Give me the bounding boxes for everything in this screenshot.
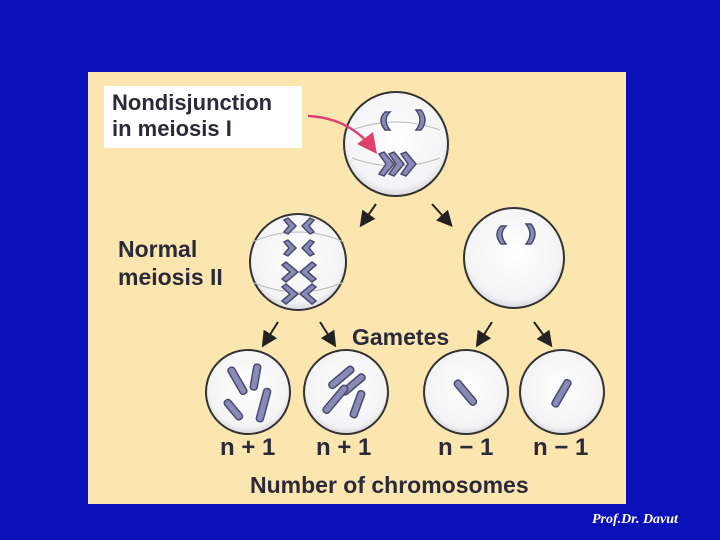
parent-cell: [343, 91, 449, 197]
chromosome-count-label: Number of chromosomes: [250, 472, 529, 498]
title-line-2: in meiosis I: [112, 116, 232, 141]
gamete-cell-1: [205, 349, 291, 435]
author-credit: Prof.Dr. Davut: [592, 512, 678, 527]
gamete-count-2: n + 1: [316, 434, 372, 461]
arrow-gamete-3: [475, 321, 493, 348]
gamete-cell-3: [423, 349, 509, 435]
arrow-right-mid: [431, 203, 453, 227]
normal-meiosis-label-2: meiosis II: [118, 264, 223, 290]
gamete-cell-4: [519, 349, 605, 435]
arrow-left-mid: [359, 203, 377, 228]
gamete-count-3: n − 1: [438, 434, 494, 461]
gametes-label: Gametes: [352, 324, 450, 350]
normal-meiosis-label-1: Normal: [118, 236, 198, 262]
pointer-arrow: [307, 114, 378, 154]
diagram-panel: Nondisjunction in meiosis I Normal meios…: [88, 72, 626, 504]
arrow-gamete-2: [319, 321, 337, 348]
arrow-gamete-4: [533, 321, 553, 348]
gamete-count-1: n + 1: [220, 434, 276, 461]
gamete-cell-2: [303, 349, 389, 435]
arrow-gamete-1: [261, 321, 279, 348]
gamete-count-4: n − 1: [533, 434, 589, 461]
meiosis-diagram: [205, 91, 605, 435]
meiosis-ii-right-cell: [463, 207, 565, 309]
title-box: Nondisjunction in meiosis I: [104, 86, 302, 148]
meiosis-ii-left-cell: [249, 213, 347, 311]
title-line-1: Nondisjunction: [112, 90, 273, 115]
